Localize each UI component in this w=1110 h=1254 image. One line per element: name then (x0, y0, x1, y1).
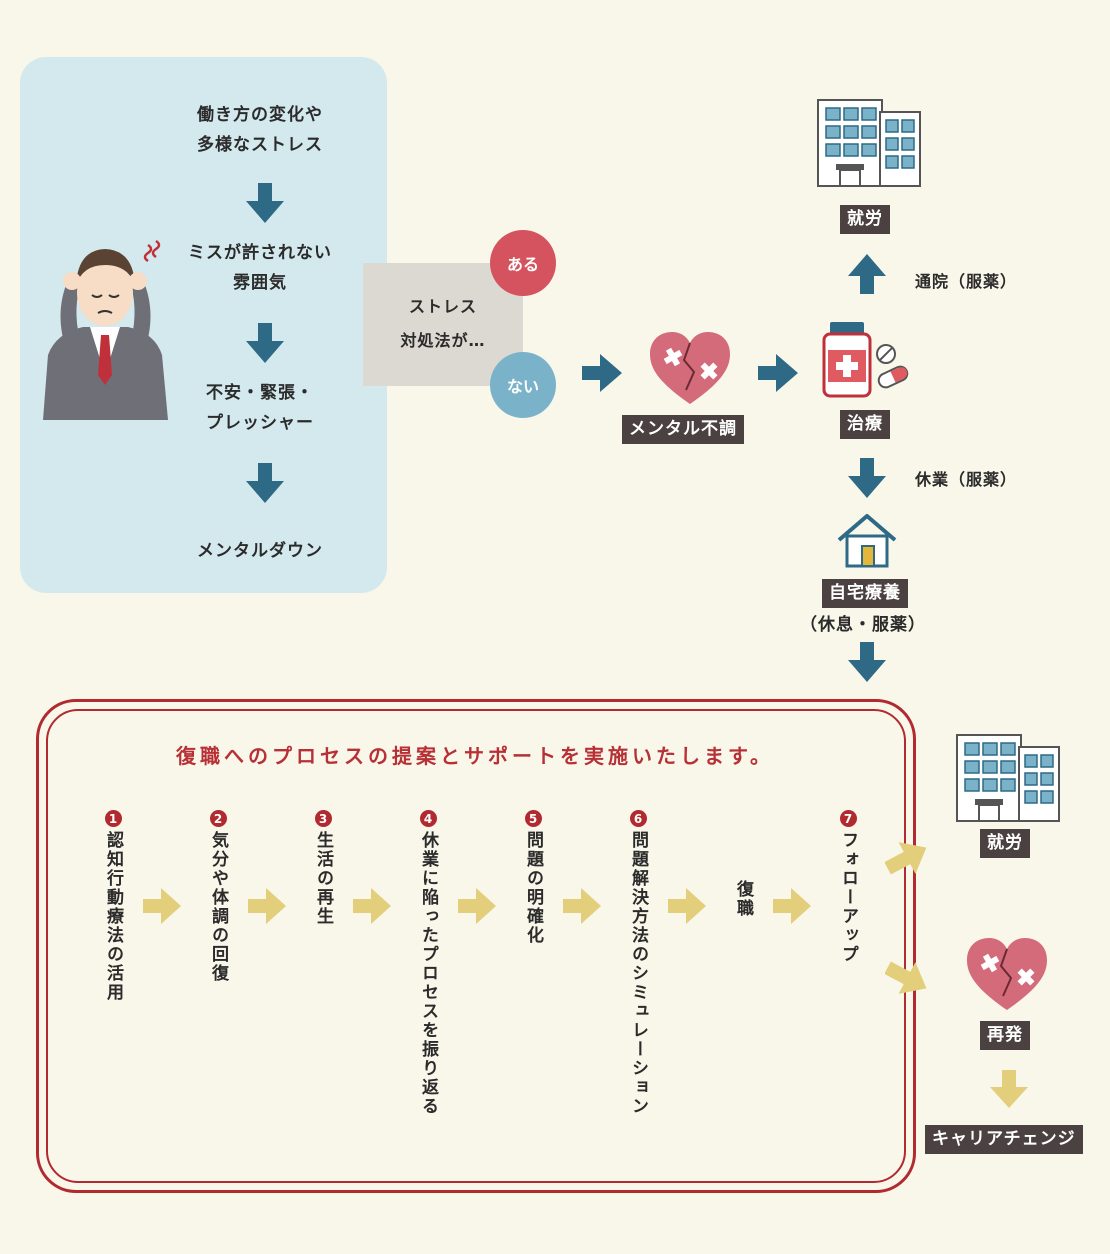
arrow-right-icon (758, 354, 798, 392)
yes-circle: ある (490, 230, 556, 296)
panel-line: ミスが許されない (188, 243, 332, 263)
step-number: 7 (839, 810, 857, 827)
step-number: 5 (524, 810, 542, 827)
process-frame (36, 699, 916, 1193)
coping-line: 対処法が… (400, 331, 486, 350)
panel-line: 働き方の変化や (197, 105, 323, 125)
arrow-down-right-icon (885, 961, 927, 994)
work-label-top: 就労 (840, 205, 890, 234)
step-text: 認知行動療法の活用 (103, 831, 123, 1002)
arrow-right-icon (248, 888, 286, 924)
step-text: 問題解決方法のシミュレーション (628, 831, 648, 1116)
step-number: 6 (629, 810, 647, 827)
home-rest-label: 自宅療養 (822, 579, 908, 608)
no-circle: ない (490, 352, 556, 418)
arrow-right-icon (353, 888, 391, 924)
panel-line: プレッシャー (206, 413, 314, 433)
process-step-5: 5 問題の明確化 (518, 810, 548, 945)
process-step-1: 1 認知行動療法の活用 (98, 810, 128, 1002)
atmosphere-text: ミスが許されない 雰囲気 (110, 238, 410, 298)
work-label-bottom: 就労 (980, 829, 1030, 858)
process-frame-inner (46, 709, 906, 1183)
arrow-right-icon (668, 888, 706, 924)
house-icon (837, 514, 897, 568)
step-text: フォローアップ (838, 831, 858, 964)
anxiety-text: 不安・緊張・ プレッシャー (110, 378, 410, 438)
stress-cause-text: 働き方の変化や 多様なストレス (110, 100, 410, 160)
panel-line: 多様なストレス (197, 135, 323, 155)
arrow-down-icon (246, 183, 284, 223)
panel-line: 雰囲気 (233, 273, 287, 293)
step-text: 生活の再生 (313, 831, 333, 926)
step-number: 4 (419, 810, 437, 827)
step-number: 2 (209, 810, 227, 827)
arrow-up-icon (848, 254, 886, 294)
arrow-right-icon (582, 354, 622, 392)
arrow-right-icon (563, 888, 601, 924)
process-step-4: 4 休業に陥ったプロセスを振り返る (413, 810, 443, 1116)
arrow-right-icon (458, 888, 496, 924)
broken-heart-icon (967, 938, 1047, 1010)
home-rest-sub: （休息・服薬） (800, 615, 926, 635)
process-step-2: 2 気分や体調の回復 (203, 810, 233, 983)
career-change-label: キャリアチェンジ (925, 1125, 1083, 1154)
coping-line: ストレス (408, 297, 477, 316)
process-step-7: 7 フォローアップ (833, 810, 863, 964)
arrow-down-icon (990, 1070, 1028, 1108)
arrow-down-icon (246, 323, 284, 363)
mental-down-text: メンタルダウン (197, 541, 323, 561)
treatment-label: 治療 (840, 410, 890, 439)
step-text: 問題の明確化 (523, 831, 543, 945)
arrow-down-icon (246, 463, 284, 503)
arrow-right-icon (143, 888, 181, 924)
process-title: 復職へのプロセスの提案とサポートを実施いたします。 (176, 744, 774, 768)
arrow-up-right-icon (885, 842, 927, 875)
arrow-down-icon (848, 458, 886, 498)
coping-text: ストレス 対処法が… (363, 290, 523, 358)
office-building-icon (817, 99, 921, 187)
process-step-return: 復職 (728, 880, 758, 918)
leave-note: 休業（服薬） (915, 470, 1018, 489)
panel-line: 不安・緊張・ (206, 383, 314, 403)
step-text: 休業に陥ったプロセスを振り返る (418, 831, 438, 1116)
office-building-icon (956, 734, 1060, 822)
stressed-man-icon (43, 239, 168, 420)
process-step-6: 6 問題解決方法のシミュレーション (623, 810, 653, 1116)
broken-heart-icon (650, 332, 730, 404)
step-text: 気分や体調の回復 (208, 831, 228, 983)
process-step-3: 3 生活の再生 (308, 810, 338, 926)
step-number: 1 (104, 810, 122, 827)
step-number: 3 (314, 810, 332, 827)
stress-panel (20, 57, 387, 593)
arrow-down-icon (848, 642, 886, 682)
relapse-label: 再発 (980, 1021, 1030, 1050)
arrow-right-icon (773, 888, 811, 924)
step-text: 復職 (733, 880, 753, 918)
outpatient-note: 通院（服薬） (915, 272, 1018, 291)
mental-label: メンタル不調 (622, 415, 744, 444)
medicine-icon (822, 322, 909, 398)
